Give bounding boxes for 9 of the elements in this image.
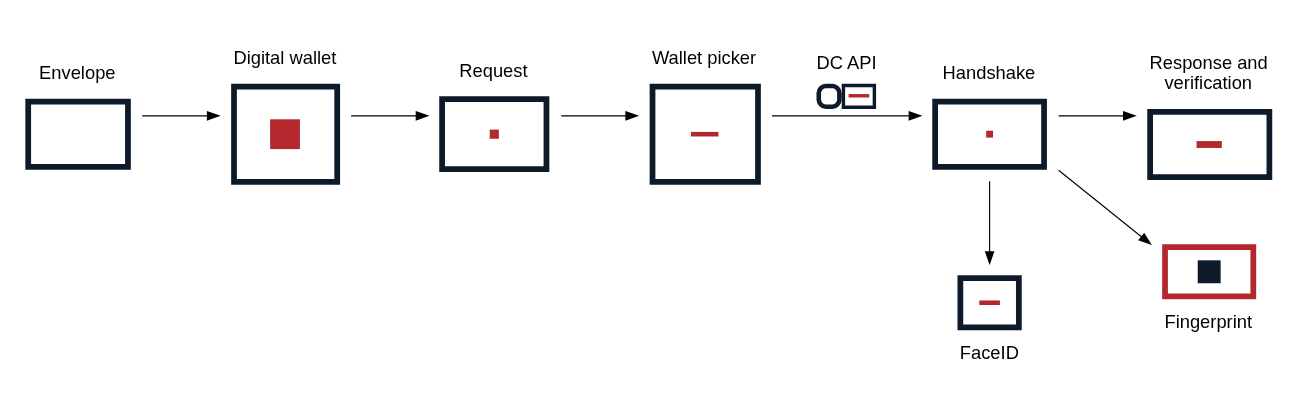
edge-label: DC API	[816, 51, 877, 73]
node-label: Envelope	[39, 61, 116, 83]
node-label: Request	[459, 59, 528, 81]
node-label: FaceID	[959, 341, 1019, 363]
node-label: Digital wallet	[233, 47, 337, 69]
node-label: Wallet picker	[651, 47, 757, 69]
node-label: Fingerprint	[1164, 310, 1253, 332]
node-label: Handshake	[942, 61, 1036, 83]
node-label: Response and verification	[1149, 51, 1268, 94]
